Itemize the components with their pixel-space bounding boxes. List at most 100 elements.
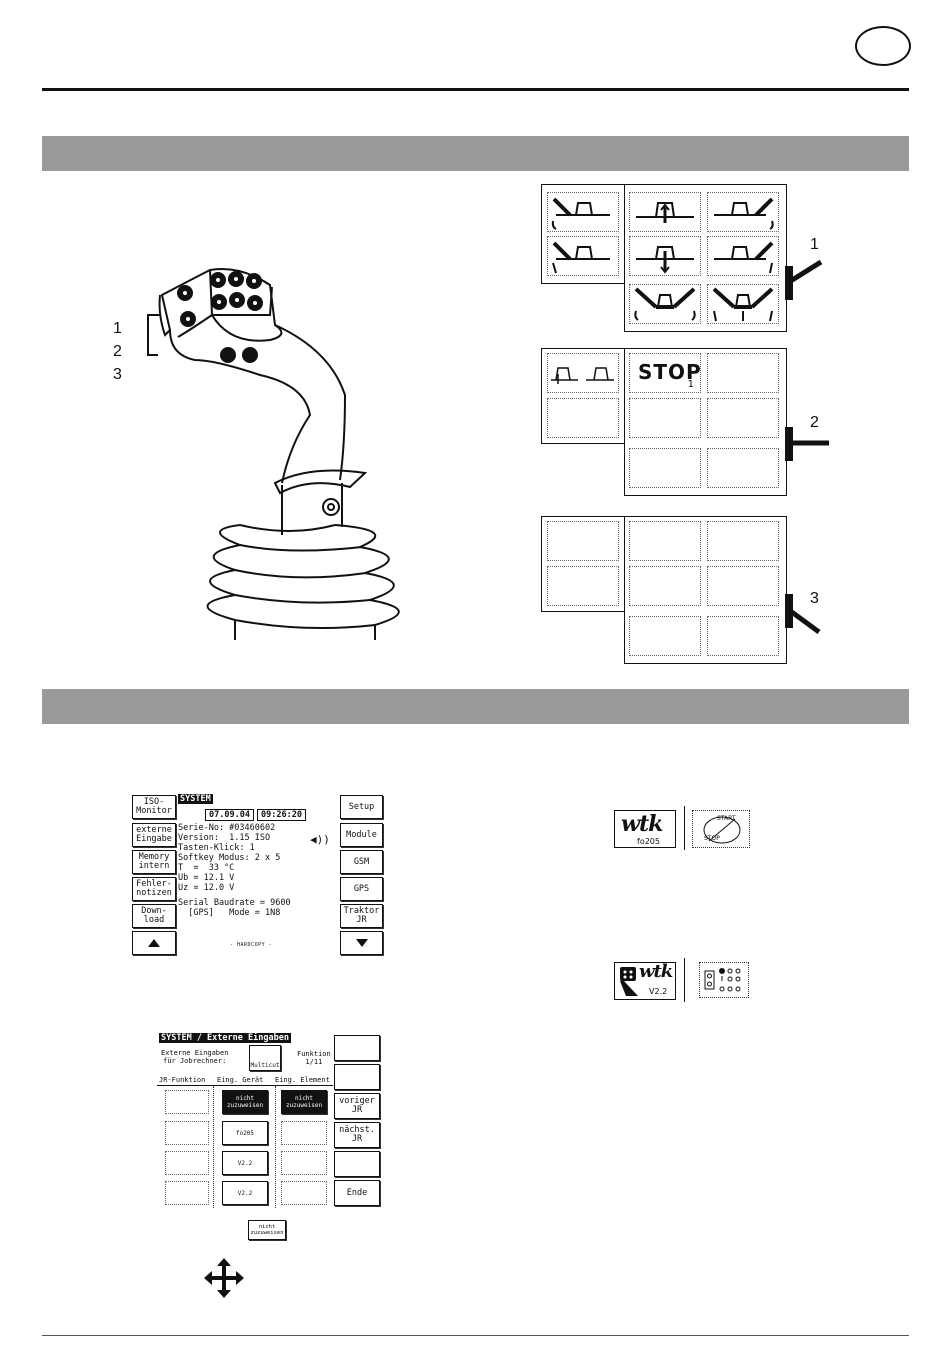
language-badge [855,26,911,66]
footer-rule [42,1335,909,1336]
implement-raise-icon [636,202,694,223]
ext-table: nicht zuzuweisen nicht zuzuweisen fo205 … [157,1085,333,1208]
grid3-cell-empty[interactable] [707,566,779,606]
grid2-cell-stop[interactable]: STOP 1 [629,353,701,393]
naechst-jr-button[interactable]: nächst. JR [334,1122,380,1148]
implement-lower-icon [636,246,694,274]
fo205-text: fo205 [637,837,660,846]
logo-divider [684,958,685,1002]
grid3-cell-empty[interactable] [629,566,701,606]
grid2-cell-empty[interactable] [707,448,779,488]
v22-device-button[interactable]: V2.2 [222,1181,268,1205]
version: Version: 1.15 ISO [178,833,271,843]
implement-tilt-icon [714,241,774,274]
stop-text: STOP [704,835,720,842]
start-stop-element-cell[interactable] [281,1121,327,1145]
grid1-cell-lower[interactable] [629,236,701,276]
section-band-1 [42,136,909,171]
memory-intern-button[interactable]: Memory intern [132,850,176,874]
jr-function-cell[interactable] [165,1151,209,1175]
stop-sub-label: 1 [687,379,694,390]
implement-fold-icon [712,287,774,322]
grid1-cell-fold-up[interactable] [629,284,701,324]
system-title: SYSTEM [178,794,213,804]
scroll-down-button[interactable] [340,931,383,955]
grid2-cell-empty[interactable] [707,398,779,438]
nicht-zuzuweisen-button[interactable]: nicht zuzuweisen [222,1090,268,1114]
grid2-cell-empty[interactable] [629,398,701,438]
jr-function-cell[interactable] [165,1090,209,1114]
grid2-callout: 2 [810,414,819,431]
fo205-device-button[interactable]: fo205 [222,1121,268,1145]
externe-eingabe-button[interactable]: externe Eingabe [132,823,176,847]
col-header-element: Eing. Element [275,1076,330,1084]
softkey-empty[interactable] [334,1151,380,1177]
v22-label: V2.2 [237,1159,253,1167]
system-date: 07.09.04 [205,809,254,821]
hand-controller-icon [620,967,638,996]
jr-function-cell[interactable] [165,1121,209,1145]
ende-button[interactable]: Ende [334,1180,380,1206]
wtk-v22-logo: wtk V2.2 [614,961,676,1000]
system-screen: ISO- Monitor externe Eingabe Memory inte… [130,793,385,958]
switch-position-1-icon [785,259,823,300]
gps-button[interactable]: GPS [340,877,383,901]
grid3-cell-empty[interactable] [547,566,619,606]
callout-2: 2 [113,343,122,360]
gps-mode: [GPS] Mode = 1N8 [178,908,281,918]
grid3-cell-empty[interactable] [629,616,701,656]
v22-label: V2.2 [237,1189,253,1197]
grid2-cells: STOP 1 [541,348,791,498]
nicht-zuzuweisen-sample-button[interactable]: nicht zuzuweisen [248,1220,286,1240]
implement-fold-icon [634,287,696,321]
grid3-cell-empty[interactable] [547,521,619,561]
implement-tilt-icon [714,197,774,230]
grid1-cell-tilt-right-up[interactable] [707,192,779,232]
switch-panel-graphic [704,968,741,992]
softkey-empty[interactable] [334,1064,380,1090]
fehlernotizen-button[interactable]: Fehler- notizen [132,877,176,901]
grid3-cell-empty[interactable] [629,521,701,561]
implement-tilt-icon [551,197,610,230]
switch-element-cell[interactable] [281,1181,327,1205]
v22-device-button[interactable]: V2.2 [222,1151,268,1175]
nicht-zuzuweisen-button[interactable]: nicht zuzuweisen [281,1090,327,1114]
section-band-2 [42,689,909,724]
download-button[interactable]: Down- load [132,904,176,928]
switch-element-cell[interactable] [281,1151,327,1175]
softkey-empty[interactable] [334,1035,380,1061]
grid2-cell-empty[interactable] [707,353,779,393]
logo-divider [684,806,685,850]
joystick-illustration [147,268,400,640]
setup-button[interactable]: Setup [340,795,383,819]
iso-monitor-button[interactable]: ISO- Monitor [132,795,176,819]
grid2-cell-empty[interactable] [629,448,701,488]
wtk-logo-text: wtk [639,961,673,982]
grid3-cell-empty[interactable] [707,521,779,561]
grid3-cell-empty[interactable] [707,616,779,656]
jr-function-cell[interactable] [165,1181,209,1205]
grid2-cell-implements[interactable] [547,353,619,393]
voriger-jr-button[interactable]: voriger JR [334,1093,380,1119]
v22-text: V2.2 [649,987,668,996]
grid1-cell-raise[interactable] [629,192,701,232]
grid1-cell-fold-down[interactable] [707,284,779,324]
grid1-cell-tilt-right-down[interactable] [707,236,779,276]
serial-baudrate: Serial Baudrate = 9600 [178,898,291,908]
two-implements-icon [551,367,614,384]
ext-funktion: Funktion 1/11 [297,1050,331,1066]
callout-3: 3 [113,366,122,383]
voltage-ub: Ub = 12.1 V [178,873,235,883]
grid3-cells [541,516,791,666]
grid1-cell-tilt-left-up[interactable] [547,192,619,232]
traktor-jr-button[interactable]: Traktor JR [340,904,383,928]
multicut-button[interactable]: Multicut [249,1045,281,1071]
grid2-cell-empty[interactable] [547,398,619,438]
stop-label: STOP [638,360,702,384]
scroll-up-button[interactable] [132,931,176,955]
grid1-cell-tilt-left-down[interactable] [547,236,619,276]
col-header-geraet: Eing. Gerät [217,1076,264,1084]
gsm-button[interactable]: GSM [340,850,383,874]
module-button[interactable]: Module [340,823,383,847]
move-arrows-icon [204,1258,244,1298]
